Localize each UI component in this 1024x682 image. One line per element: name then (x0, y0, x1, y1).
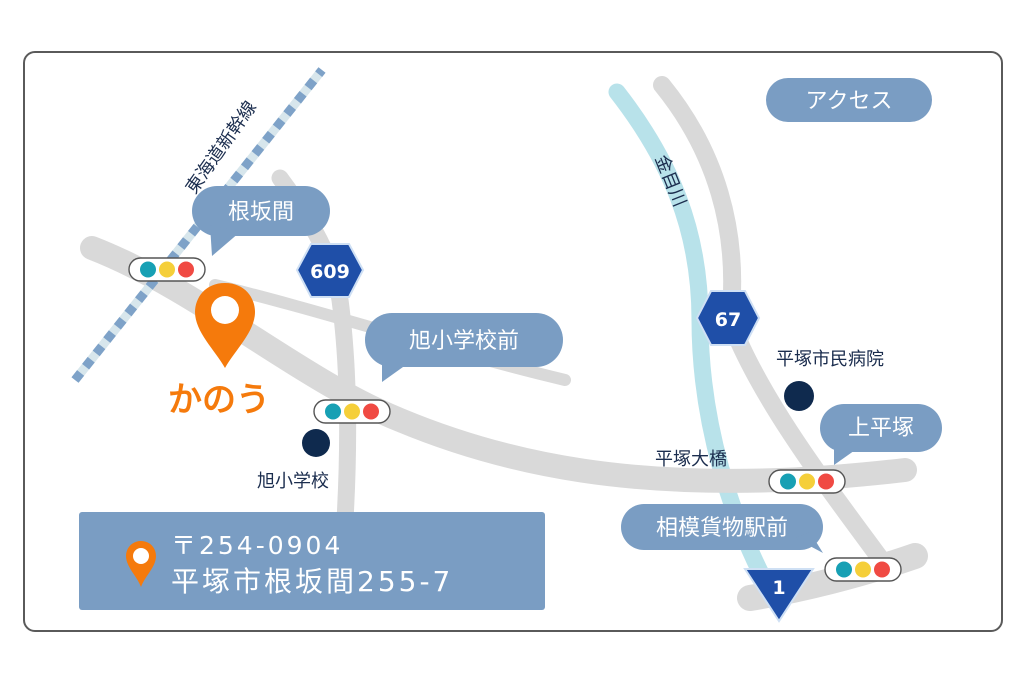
svg-text:アクセス: アクセス (806, 89, 893, 114)
svg-text:上平塚: 上平塚 (848, 416, 914, 441)
street-address: 平塚市根坂間255-7 (171, 565, 454, 598)
shop-location-pin-icon (195, 283, 255, 368)
shop-name: かのう (168, 380, 270, 420)
route-67-badge: 67 (695, 290, 761, 346)
landmark-asahi-elementary: 旭小学校 (257, 429, 330, 492)
svg-text:609: 609 (310, 261, 350, 283)
svg-text:根坂間: 根坂間 (228, 200, 294, 225)
river-label: 金目川 (650, 152, 690, 210)
svg-text:67: 67 (715, 309, 741, 331)
landmark-hiratsuka-city-hospital: 平塚市民病院 (776, 349, 884, 411)
svg-text:1: 1 (772, 577, 785, 599)
access-title-badge: アクセス (766, 78, 932, 122)
svg-text:旭小学校前: 旭小学校前 (409, 329, 519, 354)
landmark-hiratsuka-bridge: 平塚大橋 (655, 449, 727, 470)
svg-text:相模貨物駅前: 相模貨物駅前 (656, 516, 788, 541)
traffic-signal-sagami (824, 557, 902, 582)
address-panel: 〒254-0904 平塚市根坂間255-7 (79, 512, 545, 610)
traffic-signal-kamihiratsuka (768, 469, 846, 494)
traffic-signal-nesakama (128, 257, 206, 282)
postal-code: 〒254-0904 (171, 531, 344, 560)
intersection-bubble-sagami-kamotsu-eki-mae: 相模貨物駅前 (621, 504, 823, 553)
intersection-bubble-asahi-school-mae: 旭小学校前 (365, 313, 563, 382)
location-pin-icon (126, 541, 156, 587)
route-1-badge: 1 (743, 568, 815, 623)
railway-label: 東海道新幹線 (182, 97, 261, 198)
route-609-badge: 609 (295, 243, 365, 298)
intersection-bubble-kamihiratsuka: 上平塚 (820, 404, 942, 465)
traffic-signal-asahi (313, 399, 391, 424)
intersection-bubble-nesakama: 根坂間 (192, 186, 330, 256)
svg-text:旭小学校: 旭小学校 (257, 471, 329, 492)
svg-text:平塚市民病院: 平塚市民病院 (776, 349, 884, 370)
